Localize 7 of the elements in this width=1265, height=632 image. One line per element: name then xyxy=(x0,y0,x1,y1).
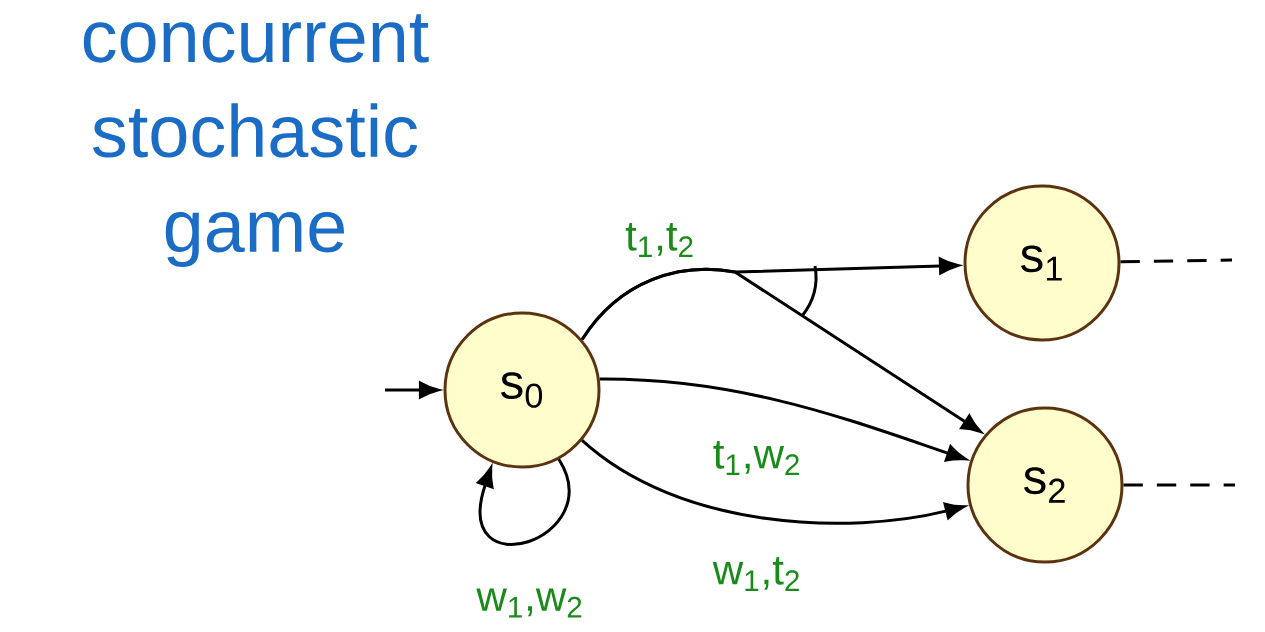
title: concurrent stochastic game xyxy=(83,14,429,267)
arrow xyxy=(477,458,571,546)
edge-label: t$_{1}$,t$_{2}$ xyxy=(625,223,693,257)
edge-label: w$_{1}$,w$_{2}$ xyxy=(476,588,582,618)
edge-label: w$_{1}$,t$_{2}$ xyxy=(712,557,799,591)
dashed-line xyxy=(1123,483,1235,487)
dashed-line xyxy=(1120,258,1232,264)
